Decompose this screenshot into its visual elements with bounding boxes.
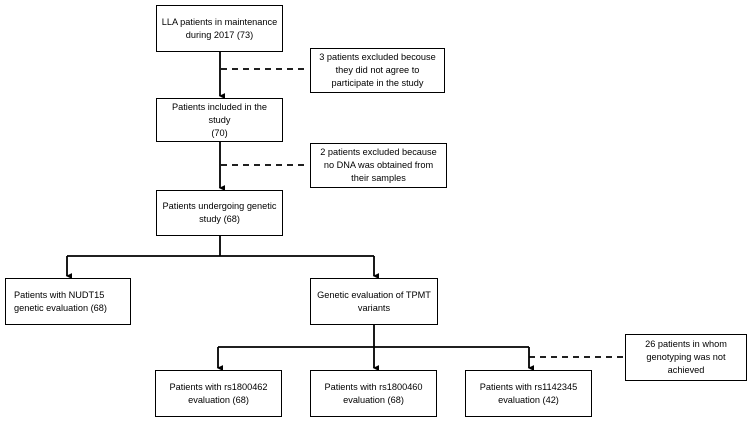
- genotyping-not-achieved-box-label: 26 patients in whom genotyping was not a…: [645, 339, 727, 375]
- rs1800460-evaluation-box-label: Patients with rs1800460 evaluation (68): [324, 381, 423, 405]
- rs1800462-evaluation-box: Patients with rs1800462 evaluation (68): [155, 370, 282, 417]
- excluded-no-dna-box-label: 2 patients excluded because no DNA was o…: [320, 147, 437, 183]
- excluded-no-agreement-box-label: 3 patients excluded becouse they did not…: [319, 52, 436, 88]
- excluded-no-dna-box: 2 patients excluded because no DNA was o…: [310, 143, 447, 188]
- tpmt-evaluation-box: Genetic evaluation of TPMT variants: [310, 278, 438, 325]
- rs1800460-evaluation-box: Patients with rs1800460 evaluation (68): [310, 370, 437, 417]
- rs1142345-evaluation-box: Patients with rs1142345 evaluation (42): [465, 370, 592, 417]
- lla-patients-maintenance-box-label: LLA patients in maintenance during 2017 …: [161, 16, 278, 40]
- nudt15-evaluation-box-label: Patients with NUDT15 genetic evaluation …: [14, 289, 107, 313]
- patients-included-box-label: Patients included in the study (70): [171, 101, 267, 138]
- lla-patients-maintenance-box: LLA patients in maintenance during 2017 …: [156, 5, 283, 52]
- excluded-no-agreement-box: 3 patients excluded becouse they did not…: [310, 48, 445, 93]
- genotyping-not-achieved-box: 26 patients in whom genotyping was not a…: [625, 334, 747, 381]
- nudt15-evaluation-box: Patients with NUDT15 genetic evaluation …: [5, 278, 131, 325]
- tpmt-evaluation-box-label: Genetic evaluation of TPMT variants: [317, 289, 431, 313]
- patients-genetic-study-box-label: Patients undergoing genetic study (68): [162, 201, 277, 224]
- patients-genetic-study-box: Patients undergoing genetic study (68): [156, 190, 283, 236]
- rs1142345-evaluation-box-label: Patients with rs1142345 evaluation (42): [479, 381, 578, 405]
- patients-included-box: Patients included in the study (70): [156, 98, 283, 142]
- rs1800462-evaluation-box-label: Patients with rs1800462 evaluation (68): [169, 381, 268, 405]
